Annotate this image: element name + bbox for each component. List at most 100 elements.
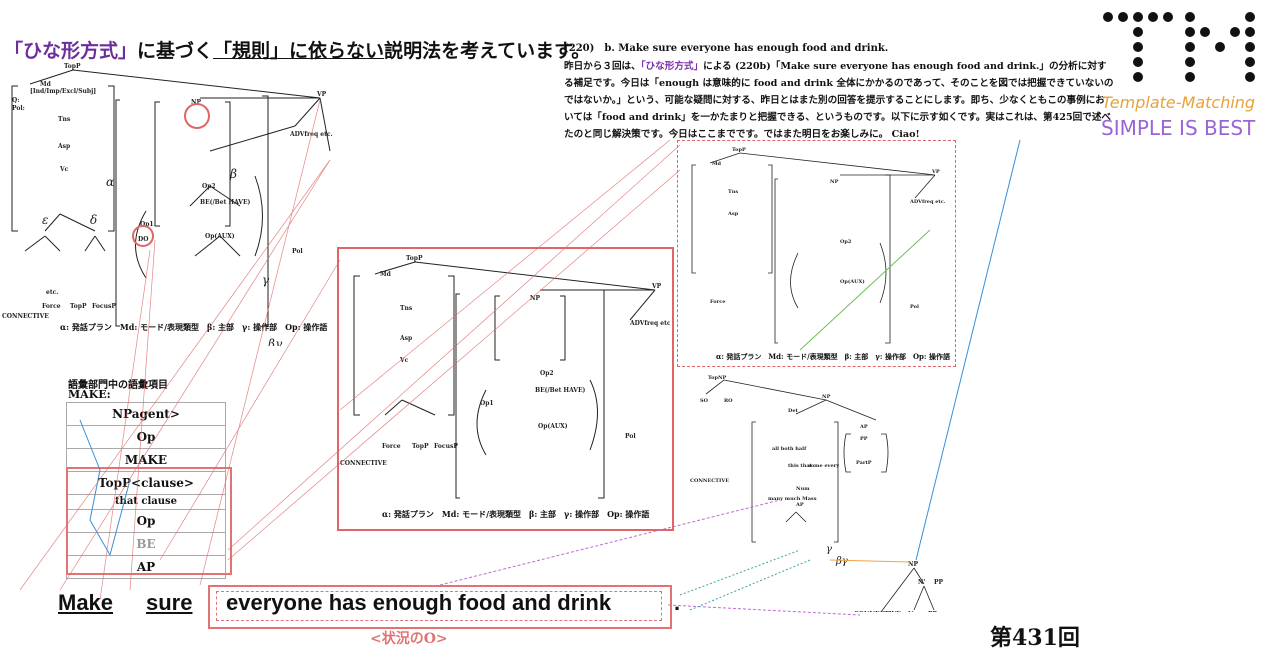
lexicon-highlight-box bbox=[66, 467, 232, 575]
np-lower-pp2: PP bbox=[928, 611, 938, 612]
copy-node-vp: VP bbox=[651, 283, 662, 290]
right-node-vp: VP bbox=[931, 169, 940, 175]
symbol-beta: β bbox=[229, 167, 237, 181]
np-node-partp: PartP bbox=[856, 460, 872, 466]
lexicon-row: MAKE bbox=[67, 449, 225, 472]
np-node-all: all both half bbox=[772, 446, 807, 452]
lexicon-head: MAKE: bbox=[68, 388, 111, 401]
right-node-force: Force bbox=[710, 299, 725, 305]
tree-copy-frame bbox=[337, 247, 674, 531]
node-md: Md bbox=[40, 81, 52, 88]
np-node-pp: PP bbox=[860, 436, 868, 442]
copy-node-force: Force bbox=[382, 443, 401, 450]
page-heading: 「ひな形方式」に基づく「規則」に依らない説明法を考えています。 bbox=[4, 36, 590, 63]
copy-node-opaux: Op(AUX) bbox=[538, 423, 568, 430]
tree-diagram-main: TopP Md [Ind/Imp/Excl/Subj] Q: Pol: Tns … bbox=[2, 63, 333, 346]
example-title: (220) b. Make sure everyone has enough f… bbox=[564, 43, 889, 54]
copy-node-focusp: FocusP bbox=[434, 443, 458, 450]
lexicon-row: AP bbox=[136, 560, 156, 574]
np-lower-n: N bbox=[908, 611, 914, 612]
np-symbol-betagamma: βγ bbox=[835, 556, 848, 567]
node-op2: Op2 bbox=[202, 183, 216, 190]
symbol-betagamma: βγ bbox=[267, 337, 283, 346]
np-lower-nprime: N' bbox=[918, 579, 925, 586]
tree-diagram-copy: TopP Md Tns Asp Vc NP VP ADVfreq etc. Op… bbox=[340, 255, 670, 499]
np-node-ro: RO bbox=[724, 398, 733, 404]
node-vc: Vc bbox=[59, 166, 69, 173]
legend-copy: α: 発話プラン Md: モード/表現類型 β: 主部 γ: 操作部 Op: 操… bbox=[382, 509, 650, 519]
copy-node-topp2: TopP bbox=[412, 443, 429, 450]
node-do: DO bbox=[138, 236, 148, 243]
lexicon-row: TopP<clause> bbox=[67, 472, 225, 495]
node-vp: VP bbox=[316, 91, 327, 98]
explanation-text: 昨日から３回は、「ひな形方式」による (220b)「Make sure ever… bbox=[564, 58, 1114, 143]
sentence-period: . bbox=[674, 590, 681, 615]
np-node-many: many much Mass bbox=[768, 496, 817, 502]
explanation-before: 昨日から３回は、 bbox=[564, 61, 641, 72]
template-matching-logo bbox=[1103, 12, 1255, 82]
lexicon-title: 語彙部門中の語彙項目 bbox=[68, 380, 168, 391]
heading-part3: 「規則」 bbox=[213, 40, 290, 62]
np-lower-connective: CONNECTIVE bbox=[854, 611, 901, 612]
node-opaux: Op(AUX) bbox=[205, 233, 235, 240]
node-pol2: Pol bbox=[292, 248, 303, 255]
symbol-delta: δ bbox=[90, 213, 97, 227]
copy-node-adv: ADVfreq etc. bbox=[629, 320, 670, 327]
copy-node-tns: Tns bbox=[400, 305, 413, 312]
heading-part5: 説明法を考えています。 bbox=[384, 40, 591, 62]
copy-node-vc: Vc bbox=[399, 357, 409, 364]
lexicon-row: that clause bbox=[67, 495, 225, 510]
clause-label: <状況のO> bbox=[370, 631, 448, 647]
right-node-opaux: Op(AUX) bbox=[840, 278, 865, 285]
node-focusp: FocusP bbox=[92, 303, 116, 310]
copy-node-md: Md bbox=[380, 271, 392, 278]
right-node-adv: ADVfreq etc. bbox=[909, 199, 946, 205]
node-asp: Asp bbox=[57, 143, 70, 150]
np-node-topnp: TopNP bbox=[708, 375, 727, 381]
node-etc: etc. bbox=[46, 289, 58, 296]
lexicon-row: NPagent> bbox=[67, 403, 225, 426]
copy-node-op1: Op1 bbox=[480, 400, 494, 407]
lexicon-row: BE bbox=[67, 533, 225, 556]
right-node-asp: Asp bbox=[727, 211, 739, 217]
copy-node-np: NP bbox=[530, 295, 540, 302]
copy-node-pol: Pol bbox=[625, 433, 636, 440]
legend-right: α: 発話プラン Md: モード/表現類型 β: 主部 γ: 操作部 Op: 操… bbox=[716, 352, 950, 361]
explanation-highlight: 「ひな形方式」 bbox=[640, 61, 704, 72]
lexicon-table: NPagent> Op MAKE TopP<clause> that claus… bbox=[66, 402, 226, 579]
copy-node-asp: Asp bbox=[399, 335, 412, 342]
np-lower-pp: PP bbox=[934, 579, 944, 586]
symbol-alpha: α bbox=[106, 175, 114, 189]
np-tree-diagram: TopNP SO RO Det NP AP PP PartP Num AP CO… bbox=[690, 375, 944, 612]
np-node-so: SO bbox=[700, 398, 709, 404]
symbol-gamma: γ bbox=[262, 273, 270, 287]
right-node-topp: TopP bbox=[732, 147, 746, 153]
clause-highlight-box bbox=[208, 585, 672, 629]
node-topp: TopP bbox=[64, 63, 81, 70]
np-node-ap2: AP bbox=[795, 502, 804, 508]
node-op1: Op1 bbox=[140, 221, 154, 228]
lexicon-row: Op bbox=[67, 510, 225, 533]
copy-node-connective: CONNECTIVE bbox=[340, 460, 387, 467]
explanation-after: による (220b)「Make sure everyone has enough… bbox=[564, 61, 1114, 140]
right-node-md: Md bbox=[712, 161, 722, 167]
node-np: NP bbox=[191, 99, 201, 106]
episode-number: 第431回 bbox=[990, 625, 1080, 651]
tree-right-frame bbox=[677, 140, 956, 367]
node-pol: Pol: bbox=[12, 105, 25, 112]
np-node-num: Num bbox=[796, 486, 810, 492]
right-node-pol: Pol bbox=[910, 304, 919, 310]
heading-part2: に基づく bbox=[137, 40, 214, 62]
heading-part4: に依らない bbox=[289, 40, 385, 62]
right-node-tns: Tns bbox=[728, 189, 738, 195]
right-node-np: NP bbox=[830, 179, 839, 185]
symbol-epsilon: ε bbox=[42, 213, 48, 227]
node-q: Q: bbox=[12, 97, 19, 104]
clause-inner-box bbox=[216, 591, 662, 621]
np-node-this: this that bbox=[788, 463, 813, 469]
np-lower-np: NP bbox=[908, 561, 918, 568]
node-force: Force bbox=[42, 303, 61, 310]
node-adv: ADVfreq etc. bbox=[289, 131, 333, 138]
node-be-have: BE(/Bet HAVE) bbox=[200, 199, 251, 206]
